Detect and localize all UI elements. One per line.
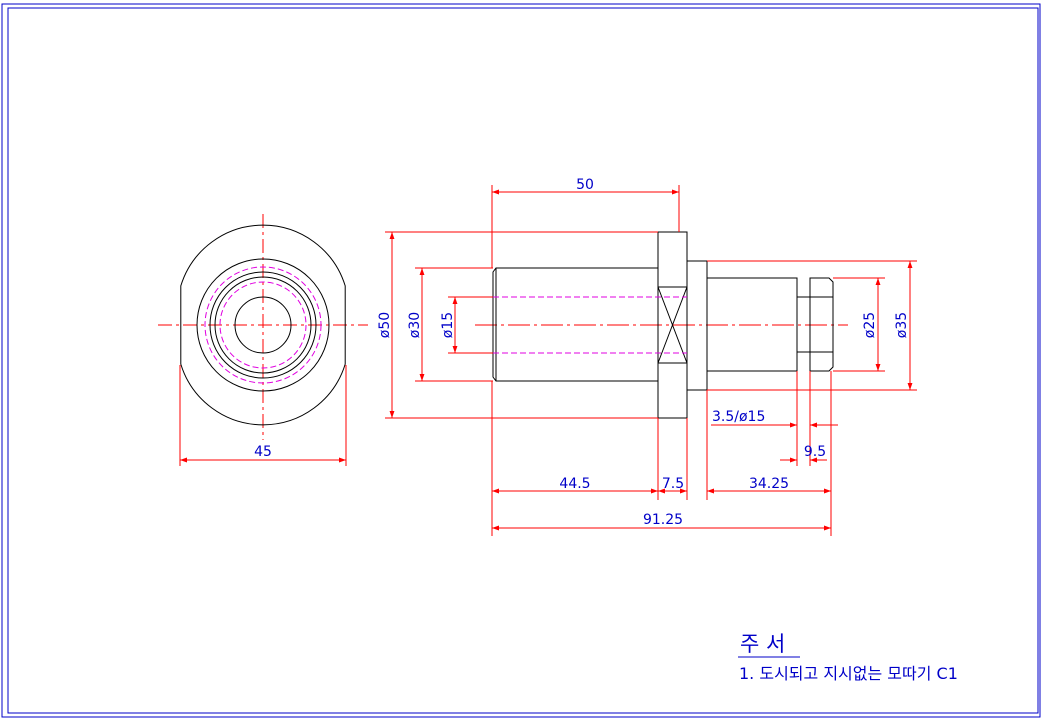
- drawing-frame: [1, 3, 1041, 718]
- front-view-hidden-bore: [493, 296, 687, 354]
- dia-25-label: ø25: [862, 312, 878, 338]
- notes-line-1: 1. 도시되고 지시없는 모따기 C1: [739, 664, 958, 683]
- dia-15-label: ø15: [440, 312, 456, 338]
- side-width-dimension: [179, 365, 347, 466]
- front-view-outline: [492, 231, 834, 419]
- side-view-outline: [180, 224, 346, 426]
- seg-3-label: 34.25: [749, 476, 789, 492]
- groove-width-label: 9.5: [804, 444, 826, 460]
- diameter-dimensions-left: [385, 231, 658, 419]
- length-dimensions: [491, 371, 832, 536]
- groove-label: 3.5/ø15: [712, 409, 765, 425]
- dia-30-label: ø30: [407, 312, 423, 338]
- seg-2-label: 7.5: [662, 476, 684, 492]
- top-dimension-label: 50: [576, 177, 594, 193]
- side-view-hidden-circles: [204, 266, 322, 384]
- side-view: 45: [158, 214, 368, 466]
- dia-50-label: ø50: [377, 312, 393, 338]
- top-dimension: [491, 185, 680, 268]
- side-view-centerlines: [158, 214, 368, 440]
- side-width-label: 45: [254, 444, 272, 460]
- dia-35-label: ø35: [894, 312, 910, 338]
- groove-dimension: [711, 371, 838, 466]
- notes-title: 주 서: [740, 632, 785, 656]
- notes-block: 주 서 1. 도시되고 지시없는 모따기 C1: [738, 632, 958, 683]
- side-view-circles: [196, 258, 330, 392]
- overall-bottom-label: 91.25: [643, 512, 683, 528]
- seg-1-label: 44.5: [559, 476, 590, 492]
- front-view: 50 ø50 ø30 ø15 ø25 ø35: [377, 177, 917, 536]
- diameter-dimensions-right: [707, 260, 917, 391]
